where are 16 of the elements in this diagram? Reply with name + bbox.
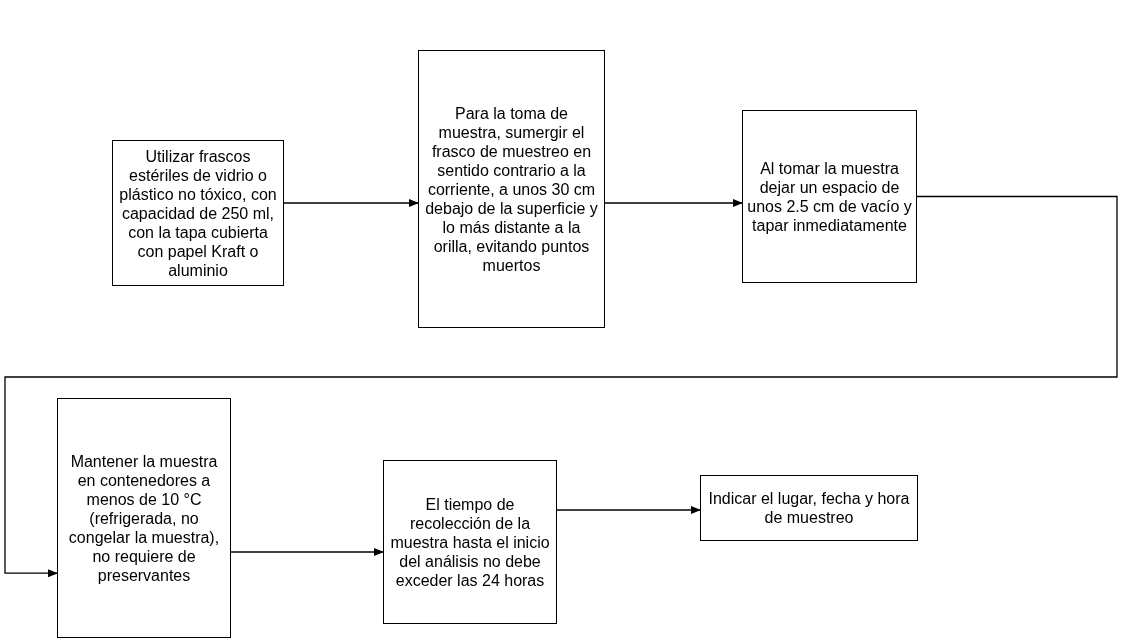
process-box	[742, 110, 917, 283]
step-text: Para la toma de muestra, sumergir el frasco de muestreo en sentido contrario a la corriente, a unos 30 cm debajo de la superficie y lo más distante a la orilla, evitando puntos muertos	[424, 103, 599, 275]
arrow	[283, 199, 419, 207]
arrow	[604, 199, 743, 207]
arrow	[230, 548, 384, 556]
arrow	[556, 506, 701, 514]
process-box	[383, 460, 557, 624]
step-text: Mantener la muestra en contenedores a menos de 10 °C (refrigerada, no congelar la muestra), no requiere de preservantes	[67, 451, 221, 585]
arrow	[4, 195, 1118, 578]
step-text: Al tomar la muestra dejar un espacio de unos 2.5 cm de vacío y tapar inmediatamente	[747, 158, 912, 235]
step-text: Indicar el lugar, fecha y hora de muestreo	[707, 489, 911, 527]
process-box	[57, 398, 231, 638]
step-text: Utilizar frascos estériles de vidrio o plástico no tóxico, con capacidad de 250 ml, con la tapa cubierta con papel Kraft o aluminio	[118, 146, 278, 280]
step-text: El tiempo de recolección de la muestra hasta el inicio del análisis no debe exceder las 24 horas	[389, 494, 551, 590]
process-box	[418, 50, 605, 328]
process-box	[700, 475, 918, 541]
